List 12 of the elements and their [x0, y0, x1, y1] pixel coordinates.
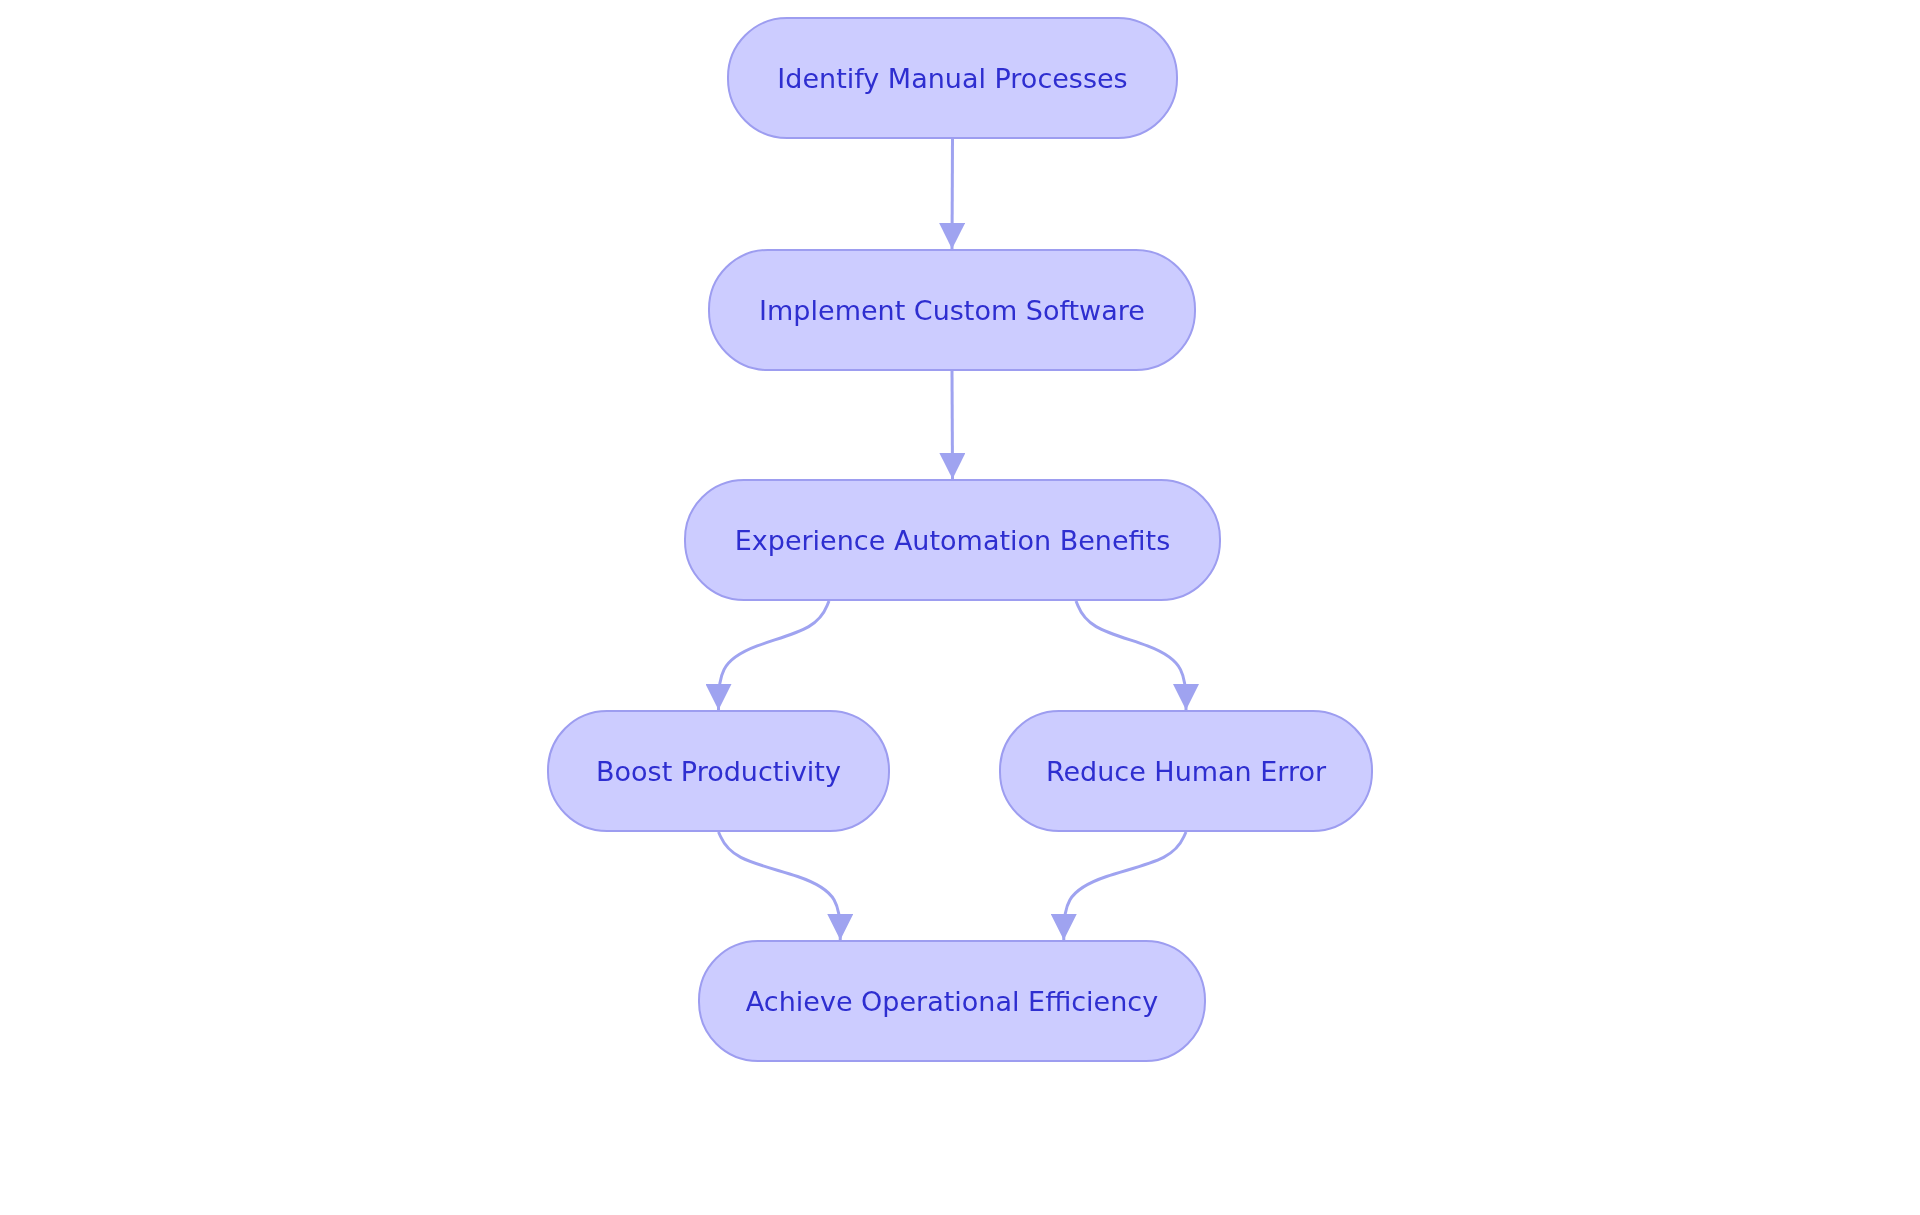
- arrow: [939, 139, 966, 249]
- node-label: Achieve Operational Efficiency: [745, 985, 1159, 1017]
- node-label: Identify Manual Processes: [777, 62, 1128, 94]
- node-label: Boost Productivity: [596, 755, 841, 787]
- arrow: [1074, 600, 1199, 710]
- arrow: [705, 600, 831, 710]
- arrow: [717, 831, 854, 940]
- node-label: Implement Custom Software: [759, 294, 1145, 326]
- node-label: Reduce Human Error: [1045, 755, 1327, 787]
- arrow: [939, 371, 966, 479]
- arrow: [1050, 831, 1188, 940]
- node-label: Experience Automation Benefits: [734, 524, 1171, 556]
